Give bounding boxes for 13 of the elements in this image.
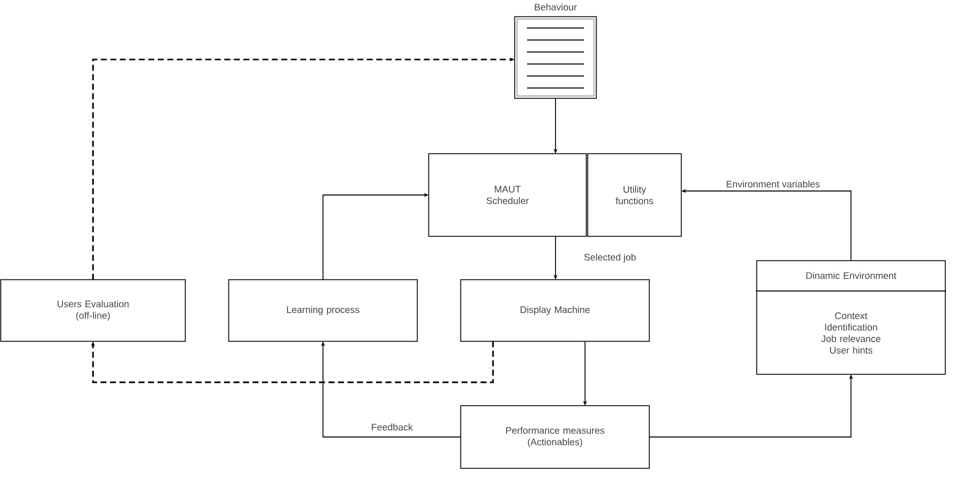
- dashed-arrow: [90, 341, 494, 384]
- panel-heading: Dinamic Environment: [806, 272, 896, 279]
- process-box: Learning process: [228, 279, 418, 342]
- node-heading: Behaviour: [534, 4, 577, 10]
- edge-label: Feedback: [370, 422, 414, 432]
- process-box: Display Machine: [460, 279, 650, 342]
- edge-label: Environment variables: [725, 180, 821, 188]
- edge-label: Selected job: [582, 252, 638, 264]
- process-box: Performance measures (Actionables): [460, 405, 650, 469]
- process-box: Utility functions: [587, 153, 682, 237]
- panel-text: Context Identification Job relevance User hints: [821, 312, 880, 354]
- process-box: MAUT Scheduler: [428, 153, 587, 237]
- process-box: Users Evaluation (off-line): [0, 279, 186, 342]
